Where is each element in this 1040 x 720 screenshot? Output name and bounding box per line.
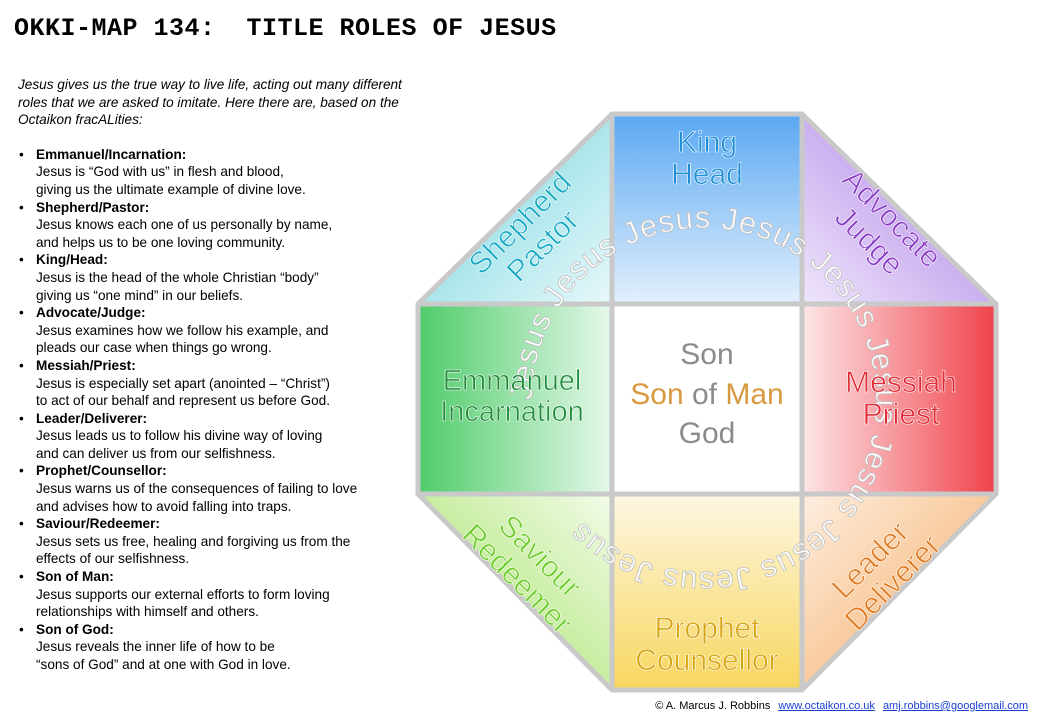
roles-list: Emmanuel/Incarnation: Jesus is “God with … xyxy=(18,146,413,674)
octagon-diagram: Jesus Jesus Jesus Jesus Jesus Jesus Jesu… xyxy=(415,111,999,693)
role-description: Jesus is especially set apart (anointed … xyxy=(36,375,330,409)
label-center-son: Son xyxy=(630,378,692,411)
role-heading: King/Head: xyxy=(36,252,108,268)
intro-paragraph: Jesus gives us the true way to live life… xyxy=(18,77,402,128)
role-description: Jesus knows each one of us personally by… xyxy=(36,217,333,250)
label-right: Messiah Priest xyxy=(845,366,957,432)
role-heading: Son of God: xyxy=(36,621,114,637)
label-center-line3: God xyxy=(679,417,736,450)
list-item: Advocate/Judge:Jesus examines how we fol… xyxy=(18,304,413,357)
roles-description: Jesus gives us the true way to live life… xyxy=(18,76,413,674)
role-description: Jesus examines how we follow his example… xyxy=(36,322,329,356)
label-top: King Head xyxy=(671,126,743,192)
role-description: Jesus reveals the inner life of how to b… xyxy=(36,639,291,672)
label-center-line2: Son of Man xyxy=(630,378,783,411)
label-center-man: Man xyxy=(725,378,783,411)
role-description: Jesus supports our external efforts to f… xyxy=(36,586,330,620)
label-center: Son Son of Man God xyxy=(630,338,783,450)
label-top-line2: Head xyxy=(671,158,743,191)
role-description: Jesus is “God with us” in flesh and bloo… xyxy=(36,164,306,197)
role-heading: Son of Man: xyxy=(36,569,114,585)
copyright-text: © A. Marcus J. Robbins xyxy=(655,700,771,712)
label-bottom: Prophet Counsellor xyxy=(635,612,779,678)
role-description: Jesus is the head of the whole Christian… xyxy=(36,269,319,303)
role-heading: Shepherd/Pastor: xyxy=(36,199,150,215)
label-center-of: of xyxy=(692,378,725,411)
list-item: Messiah/Priest: Jesus is especially set a… xyxy=(18,357,413,410)
label-left-line2: Incarnation xyxy=(440,396,584,428)
label-right-line2: Priest xyxy=(863,398,940,431)
label-bottom-line2: Counsellor xyxy=(635,644,778,677)
role-heading: Leader/Deliverer: xyxy=(36,410,148,426)
role-heading: Prophet/Counsellor: xyxy=(36,463,167,479)
role-heading: Messiah/Priest: xyxy=(36,357,136,373)
list-item: Prophet/Counsellor: Jesus warns us of the… xyxy=(18,462,413,515)
list-item: Shepherd/Pastor: Jesus knows each one of … xyxy=(18,199,413,252)
list-item: Son of God: Jesus reveals the inner life … xyxy=(18,621,413,674)
role-description: Jesus leads us to follow his divine way … xyxy=(36,428,323,461)
list-item: Emmanuel/Incarnation: Jesus is “God with … xyxy=(18,146,413,199)
label-bottom-line1: Prophet xyxy=(654,612,760,645)
segment-bottom-right xyxy=(799,491,999,693)
list-item: Son of Man:Jesus supports our external e… xyxy=(18,568,413,621)
email-link[interactable]: amj.robbins@googlemail.com xyxy=(882,700,1028,712)
website-link[interactable]: www.octaikon.co.uk xyxy=(778,700,875,712)
list-item: King/Head:Jesus is the head of the whole… xyxy=(18,251,413,304)
list-item: Leader/Deliverer: Jesus leads us to follo… xyxy=(18,410,413,463)
label-center-line1: Son xyxy=(680,338,733,371)
label-left: Emmanuel Incarnation xyxy=(440,365,584,429)
label-right-line1: Messiah xyxy=(845,366,957,399)
role-heading: Saviour/Redeemer: xyxy=(36,516,160,532)
role-description: Jesus sets us free, healing and forgivin… xyxy=(36,533,351,567)
footer: © A. Marcus J. Robbins www.octaikon.co.uk… xyxy=(655,700,1028,712)
segment-center xyxy=(609,301,805,497)
label-left-line1: Emmanuel xyxy=(443,365,582,397)
role-heading: Emmanuel/Incarnation: xyxy=(36,146,187,162)
role-heading: Advocate/Judge: xyxy=(36,305,146,321)
label-top-line1: King xyxy=(677,126,737,159)
page-title: OKKI-MAP 134: TITLE ROLES OF JESUS xyxy=(14,14,557,43)
role-description: Jesus warns us of the consequences of fa… xyxy=(36,481,358,514)
list-item: Saviour/Redeemer:Jesus sets us free, hea… xyxy=(18,515,413,568)
